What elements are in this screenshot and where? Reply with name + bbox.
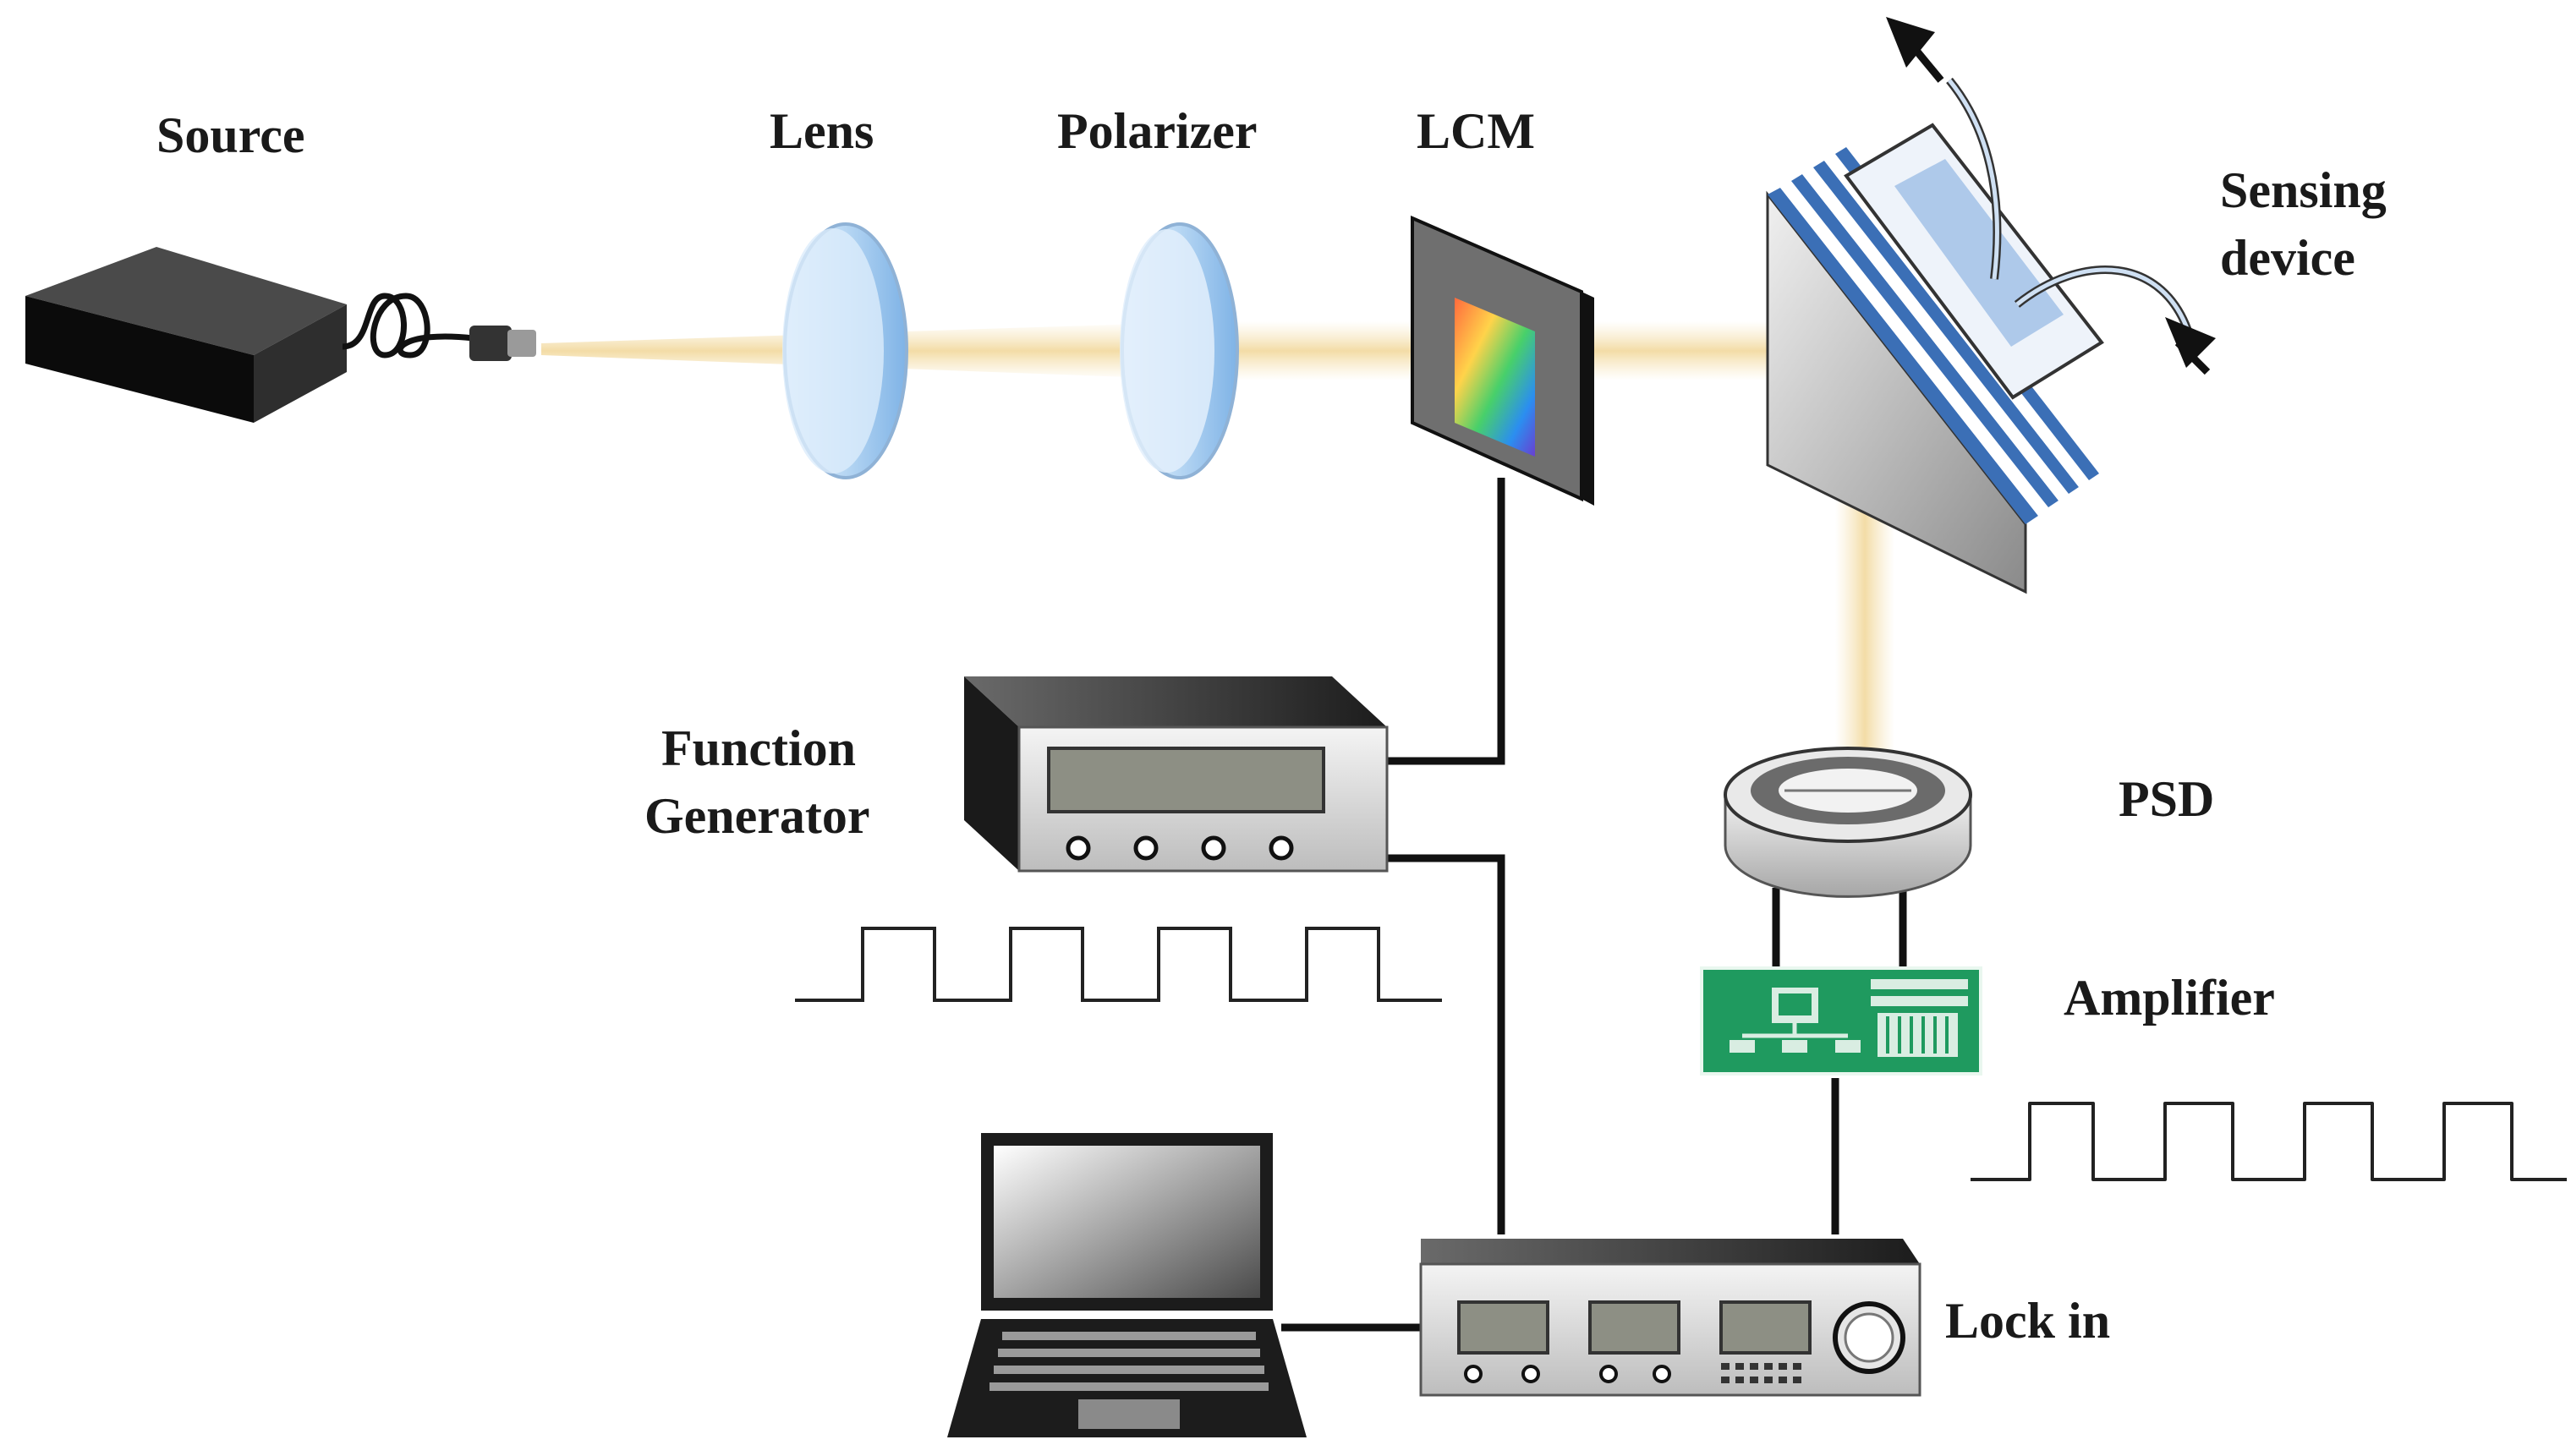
laser-source-icon <box>25 247 536 423</box>
flow-arrow-icon <box>1886 17 1944 83</box>
label-source: Source <box>156 107 305 163</box>
prism-sensor-icon <box>1766 77 2195 594</box>
label-sensing-line1: Sensing <box>2220 162 2387 218</box>
laptop-icon <box>947 1133 1307 1437</box>
function-generator-icon <box>964 676 1389 873</box>
amplifier-board-icon <box>1700 966 1982 1076</box>
reference-square-wave <box>795 927 1442 1002</box>
label-amplifier: Amplifier <box>2064 970 2275 1026</box>
label-lcm: LCM <box>1417 103 1535 159</box>
label-polarizer: Polarizer <box>1057 103 1258 159</box>
label-function-line2: Generator <box>644 788 870 844</box>
label-psd: PSD <box>2119 771 2214 827</box>
signal-wires <box>1281 478 1907 1332</box>
lock-in-amplifier-icon <box>1419 1239 1921 1397</box>
liquid-crystal-modulator-icon <box>1411 215 1594 506</box>
label-sensing-line2: device <box>2220 230 2355 286</box>
label-lockin: Lock in <box>1945 1293 2110 1349</box>
position-sensitive-detector-icon <box>1724 747 1972 898</box>
measured-square-wave <box>1971 1102 2567 1181</box>
lens-icon <box>782 222 908 479</box>
flow-arrow-icon <box>2165 317 2216 375</box>
polarizer-icon <box>1120 222 1239 479</box>
label-function-line1: Function <box>661 720 856 776</box>
label-lens: Lens <box>770 103 874 159</box>
